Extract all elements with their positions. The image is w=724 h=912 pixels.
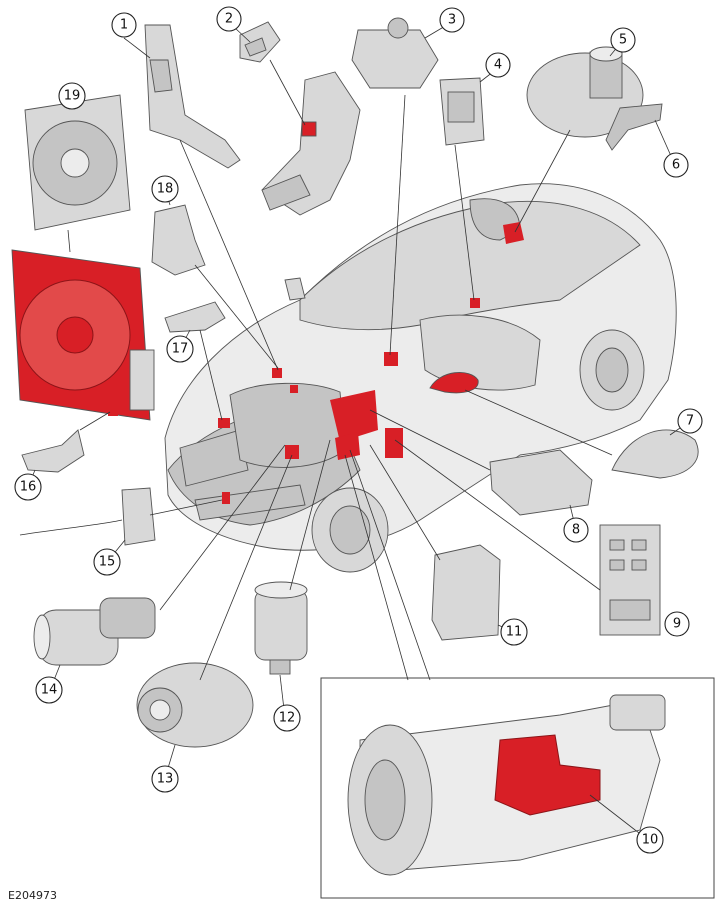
brake-pedal-assembly <box>261 71 361 216</box>
fuel-sender-6 <box>605 103 663 151</box>
svg-text:5: 5 <box>619 33 627 48</box>
callout-5: 5 <box>610 27 636 53</box>
svg-text:10: 10 <box>642 833 659 848</box>
fuse-box <box>599 524 661 636</box>
callout-7: 7 <box>677 408 703 434</box>
svg-text:16: 16 <box>20 480 37 495</box>
sensor-18 <box>151 204 206 276</box>
highlighted-locations <box>108 222 524 504</box>
callout-9: 9 <box>664 611 690 637</box>
svg-text:15: 15 <box>99 555 116 570</box>
callout-2: 2 <box>216 6 242 32</box>
svg-text:11: 11 <box>506 625 523 640</box>
svg-text:12: 12 <box>279 711 296 726</box>
module-8 <box>489 449 593 516</box>
sensor-16 <box>21 429 85 473</box>
svg-text:9: 9 <box>673 617 681 632</box>
fuel-filter <box>254 581 308 675</box>
svg-text:3: 3 <box>448 13 456 28</box>
starter-motor <box>33 597 156 666</box>
figure-code: E204973 <box>8 889 57 902</box>
engine-control-module <box>431 544 501 641</box>
callout-10: 10 <box>636 826 664 854</box>
cooling-fan <box>24 94 131 231</box>
fuel-pump <box>526 46 644 138</box>
callout-19: 19 <box>58 82 86 110</box>
transmission-inset <box>320 677 715 899</box>
alternator <box>136 662 254 748</box>
svg-text:2: 2 <box>225 12 233 27</box>
svg-text:4: 4 <box>494 58 502 73</box>
svg-text:14: 14 <box>41 683 58 698</box>
callout-11: 11 <box>500 618 528 646</box>
callout-17: 17 <box>166 335 194 363</box>
callout-6: 6 <box>663 152 689 178</box>
svg-text:8: 8 <box>572 523 580 538</box>
sensor-17 <box>164 301 226 333</box>
svg-text:17: 17 <box>172 342 189 357</box>
module-4 <box>439 77 485 146</box>
svg-text:6: 6 <box>672 158 680 173</box>
callout-18: 18 <box>151 175 179 203</box>
brake-switch <box>239 21 281 63</box>
callout-3: 3 <box>439 7 465 33</box>
accelerator-pedal <box>144 24 241 169</box>
callout-15: 15 <box>93 548 121 576</box>
svg-text:7: 7 <box>686 414 694 429</box>
radiator-fan-assembly <box>11 249 155 421</box>
sensor-15 <box>19 487 156 546</box>
svg-text:18: 18 <box>157 182 174 197</box>
callout-1: 1 <box>111 12 137 38</box>
door-mirror <box>429 372 699 479</box>
callout-8: 8 <box>563 517 589 543</box>
callout-14: 14 <box>35 676 63 704</box>
svg-text:19: 19 <box>64 89 81 104</box>
vehicle-body <box>164 183 677 573</box>
callout-13: 13 <box>151 765 179 793</box>
callout-16: 16 <box>14 473 42 501</box>
module-3 <box>351 17 439 89</box>
svg-text:13: 13 <box>157 772 174 787</box>
callout-4: 4 <box>485 52 511 78</box>
callout-12: 12 <box>273 704 301 732</box>
svg-text:1: 1 <box>120 18 128 33</box>
leader-lines <box>27 21 691 841</box>
